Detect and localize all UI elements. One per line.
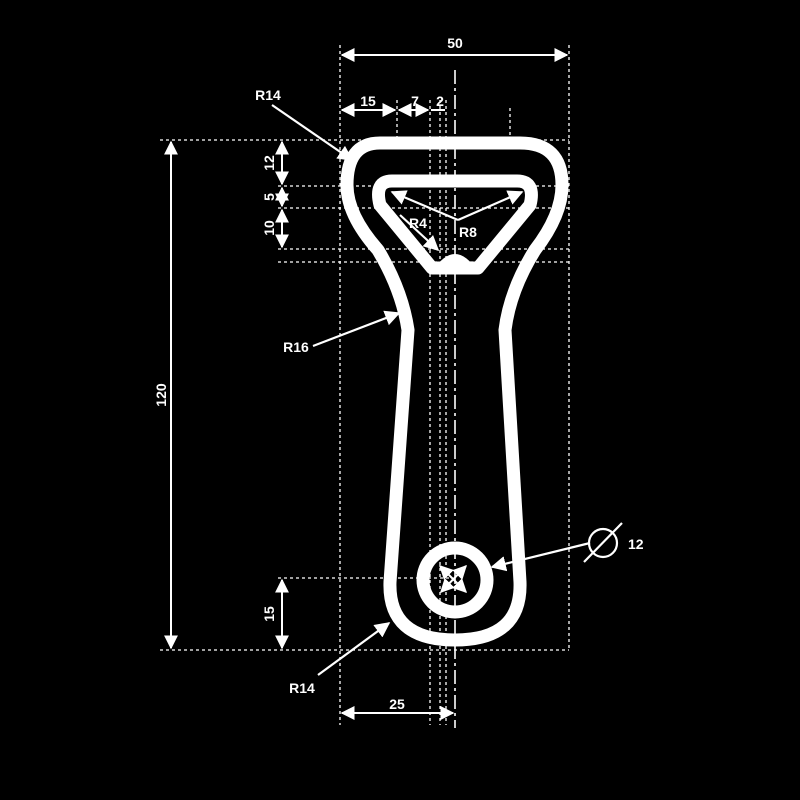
hanging-hole xyxy=(416,541,494,619)
dimension-opening-height: 10 xyxy=(261,220,277,236)
dimension-opening-top: 5 xyxy=(261,193,277,201)
radius-inner-small: R4 xyxy=(409,215,427,231)
hole-radius-mark xyxy=(440,564,467,594)
dimension-top-band: 12 xyxy=(261,155,277,171)
radius-top-corner: R14 xyxy=(255,87,281,103)
leader-bottom-corner-radius xyxy=(317,622,391,676)
radius-inner-large: R8 xyxy=(459,224,477,240)
hole-diameter: 12 xyxy=(628,536,644,552)
leader-top-corner-radius xyxy=(271,104,354,161)
leader-inner-large-radius-a xyxy=(390,190,459,222)
dimension-half-width: 25 xyxy=(389,696,405,712)
diameter-symbol-slash xyxy=(583,522,623,563)
radius-neck: R16 xyxy=(283,339,309,355)
leader-inner-small-radius xyxy=(399,214,440,252)
opener-opening-outline xyxy=(372,174,538,275)
dimension-left-offset: 15 xyxy=(360,93,376,109)
leader-hole-diameter xyxy=(490,541,591,572)
dimension-center-gap: 2 xyxy=(436,93,444,109)
leader-neck-radius xyxy=(312,310,401,348)
dimension-overall-width: 50 xyxy=(447,35,463,51)
dimension-slot-offset: 7 xyxy=(411,93,419,109)
opener-tooth xyxy=(432,254,478,272)
diameter-symbol-circle xyxy=(587,527,619,559)
dimension-bottom-offset: 15 xyxy=(261,606,277,622)
radius-bottom-corner: R14 xyxy=(289,680,315,696)
opener-outer-outline xyxy=(340,136,569,647)
leader-inner-large-radius-b xyxy=(457,190,524,222)
dimension-total-length: 120 xyxy=(153,383,169,407)
